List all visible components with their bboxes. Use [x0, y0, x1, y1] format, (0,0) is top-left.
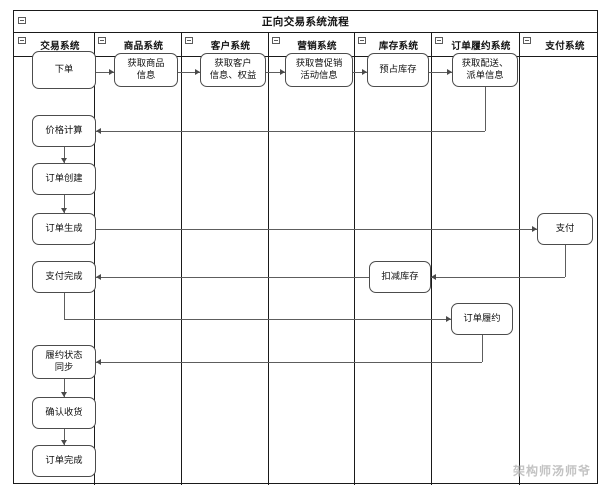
flow-line	[96, 131, 485, 133]
task-label: 支付完成	[45, 271, 83, 282]
flow-line	[429, 72, 452, 74]
flow-arrowhead	[447, 69, 452, 76]
lane-header-商品系统[interactable]: 商品系统	[123, 41, 164, 52]
flow-arrowhead	[96, 359, 101, 366]
flow-arrowhead	[431, 274, 436, 281]
flow-arrowhead	[96, 128, 101, 135]
task-t13[interactable]: 订单履约	[451, 303, 513, 335]
flow-line	[64, 293, 66, 319]
task-label: 获取商品 信息	[127, 58, 165, 81]
task-label: 支付	[555, 223, 575, 234]
lane-header-支付系统[interactable]: 支付系统	[545, 41, 585, 52]
collapse-minus-icon[interactable]	[185, 37, 193, 44]
pool-title-bar: 正向交易系统流程	[14, 11, 597, 33]
flow-line	[96, 277, 369, 279]
task-t8[interactable]: 订单创建	[32, 163, 96, 195]
flow-line	[96, 362, 482, 364]
flow-line	[64, 147, 66, 163]
task-t10[interactable]: 支付	[537, 213, 593, 245]
flow-arrowhead	[446, 316, 451, 323]
lane-divider-6	[519, 33, 520, 485]
flow-arrowhead	[532, 226, 537, 233]
lane-divider-1	[94, 33, 95, 485]
flow-line	[482, 335, 484, 362]
task-t2[interactable]: 获取商品 信息	[114, 53, 178, 87]
task-t9[interactable]: 订单生成	[32, 213, 96, 245]
task-label: 确认收货	[45, 407, 83, 418]
collapse-minus-icon[interactable]	[18, 17, 26, 24]
flow-line	[353, 72, 367, 74]
flow-arrowhead	[195, 69, 200, 76]
task-t1[interactable]: 下单	[32, 51, 96, 89]
collapse-minus-icon[interactable]	[18, 37, 26, 44]
lane-divider-3	[268, 33, 269, 485]
task-label: 价格计算	[45, 125, 83, 136]
flow-line	[266, 72, 285, 74]
flow-arrowhead	[60, 392, 67, 397]
flow-line	[565, 245, 567, 277]
task-t12[interactable]: 支付完成	[32, 261, 96, 293]
task-t11[interactable]: 扣减库存	[369, 261, 431, 293]
page-title: 正向交易系统流程	[261, 16, 350, 28]
task-label: 下单	[54, 64, 74, 75]
collapse-minus-icon[interactable]	[358, 37, 366, 44]
flow-line	[64, 319, 451, 321]
flow-line	[64, 379, 66, 397]
task-t3[interactable]: 获取客户 信息、权益	[200, 53, 266, 87]
flow-arrowhead	[96, 274, 101, 281]
lane-divider-2	[181, 33, 182, 485]
task-t14[interactable]: 履约状态 同步	[32, 345, 96, 379]
task-label: 获取客户 信息、权益	[209, 58, 257, 81]
flow-arrowhead	[60, 440, 67, 445]
lane-header-客户系统[interactable]: 客户系统	[210, 41, 251, 52]
collapse-minus-icon[interactable]	[98, 37, 106, 44]
task-label: 预占库存	[379, 64, 417, 75]
task-label: 订单生成	[45, 223, 83, 234]
flow-line	[64, 429, 66, 445]
task-label: 履约状态 同步	[45, 350, 83, 373]
task-label: 订单创建	[45, 173, 83, 184]
task-t7[interactable]: 价格计算	[32, 115, 96, 147]
lane-divider-4	[354, 33, 355, 485]
lane-header-交易系统[interactable]: 交易系统	[40, 41, 80, 52]
lane-header-库存系统[interactable]: 库存系统	[378, 41, 419, 52]
flow-arrowhead	[362, 69, 367, 76]
task-label: 订单履约	[463, 313, 501, 324]
lane-divider-5	[431, 33, 432, 485]
lane-header-订单履约系统[interactable]: 订单履约系统	[451, 41, 511, 52]
task-label: 获取配送、 派单信息	[461, 58, 509, 81]
watermark-label: 架构师汤师爷	[512, 464, 591, 478]
flow-arrowhead	[60, 158, 67, 163]
task-t15[interactable]: 确认收货	[32, 397, 96, 429]
collapse-minus-icon[interactable]	[272, 37, 280, 44]
flow-line	[64, 195, 66, 213]
task-t6[interactable]: 获取配送、 派单信息	[452, 53, 518, 87]
task-t4[interactable]: 获取营促销 活动信息	[285, 53, 353, 87]
collapse-minus-icon[interactable]	[523, 37, 531, 44]
flow-line	[96, 229, 537, 231]
lane-header-营销系统[interactable]: 营销系统	[297, 41, 337, 52]
collapse-minus-icon[interactable]	[435, 37, 443, 44]
flow-arrowhead	[60, 208, 67, 213]
task-label: 订单完成	[45, 455, 83, 466]
flow-arrowhead	[109, 69, 114, 76]
flow-line	[431, 277, 565, 279]
flow-arrowhead	[280, 69, 285, 76]
pool-container: 正向交易系统流程 交易系统商品系统客户系统营销系统库存系统订单履约系统支付系统 …	[13, 10, 598, 485]
task-label: 获取营促销 活动信息	[295, 58, 343, 81]
flow-line	[178, 72, 200, 74]
flow-line	[96, 72, 114, 74]
task-t5[interactable]: 预占库存	[367, 53, 429, 87]
task-label: 扣减库存	[381, 271, 419, 282]
flow-line	[485, 87, 487, 131]
task-t16[interactable]: 订单完成	[32, 445, 96, 477]
